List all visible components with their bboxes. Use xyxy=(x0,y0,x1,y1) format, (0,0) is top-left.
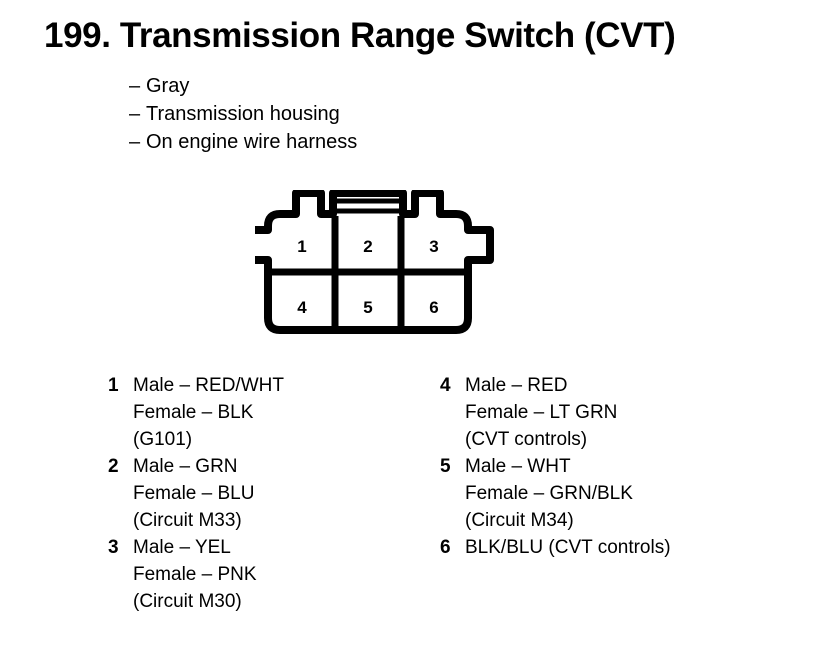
dash-bullet-icon: – xyxy=(129,75,141,97)
legend-entry-pin-5: 5 Male – WHT Female – GRN/BLK (Circuit M… xyxy=(440,453,671,534)
legend-entry-pin-1: 1 Male – RED/WHT Female – BLK (G101) xyxy=(108,372,284,453)
legend-line: BLK/BLU (CVT controls) xyxy=(465,537,671,558)
page-title: 199. Transmission Range Switch (CVT) xyxy=(44,16,676,55)
legend-entry-pin-4: 4 Male – RED Female – LT GRN (CVT contro… xyxy=(440,372,671,453)
dash-bullet-icon: – xyxy=(129,131,141,153)
legend-entry-pin-3: 3 Male – YEL Female – PNK (Circuit M30) xyxy=(108,534,284,615)
legend-pin-description: BLK/BLU (CVT controls) xyxy=(465,534,671,561)
legend-line: Female – GRN/BLK xyxy=(465,483,633,504)
legend-pin-description: Male – WHT Female – GRN/BLK (Circuit M34… xyxy=(465,453,633,534)
legend-pin-description: Male – RED/WHT Female – BLK (G101) xyxy=(133,372,284,453)
pin-number-1: 1 xyxy=(297,237,306,256)
legend-line: Female – BLK xyxy=(133,402,254,423)
legend-pin-number: 1 xyxy=(108,375,119,396)
subtitle-item-transmission-housing: – Transmission housing xyxy=(129,100,357,128)
legend-line: (Circuit M34) xyxy=(465,510,574,531)
legend-entry-pin-6: 6 BLK/BLU (CVT controls) xyxy=(440,534,671,561)
subtitle-item-label: Gray xyxy=(146,75,190,97)
connector-body-outline xyxy=(255,190,494,334)
legend-line: (CVT controls) xyxy=(465,429,588,450)
legend-pin-number: 3 xyxy=(108,537,119,558)
subtitle-list: – Gray – Transmission housing – On engin… xyxy=(129,72,357,156)
legend-line: (Circuit M30) xyxy=(133,591,242,612)
subtitle-item-label: On engine wire harness xyxy=(146,131,358,153)
pin-number-4: 4 xyxy=(297,298,307,317)
legend-pin-number: 2 xyxy=(108,456,119,477)
pin-grid-dividers xyxy=(270,216,466,328)
legend-line: Male – YEL xyxy=(133,537,231,558)
pin-number-5: 5 xyxy=(363,298,372,317)
subtitle-item-gray: – Gray xyxy=(129,72,357,100)
dash-bullet-icon: – xyxy=(129,103,141,125)
connector-diagram: 1 2 3 4 5 6 xyxy=(255,190,505,342)
legend-entry-pin-2: 2 Male – GRN Female – BLU (Circuit M33) xyxy=(108,453,284,534)
legend-pin-description: Male – GRN Female – BLU (Circuit M33) xyxy=(133,453,254,534)
legend-line: Male – GRN xyxy=(133,456,238,477)
legend-line: Male – RED xyxy=(465,375,568,396)
pin-number-2: 2 xyxy=(363,237,372,256)
legend-line: Female – LT GRN xyxy=(465,402,618,423)
title-block: 199. Transmission Range Switch (CVT) xyxy=(44,16,676,56)
legend-pin-description: Male – YEL Female – PNK (Circuit M30) xyxy=(133,534,257,615)
legend-pin-number: 4 xyxy=(440,375,451,396)
legend-line: Male – WHT xyxy=(465,456,571,477)
legend-line: Female – BLU xyxy=(133,483,255,504)
legend-line: (Circuit M33) xyxy=(133,510,242,531)
legend-pin-description: Male – RED Female – LT GRN (CVT controls… xyxy=(465,372,617,453)
legend-column-right: 4 Male – RED Female – LT GRN (CVT contro… xyxy=(440,372,671,561)
subtitle-item-label: Transmission housing xyxy=(146,103,340,125)
latch-slot-lines xyxy=(337,198,399,214)
legend-column-left: 1 Male – RED/WHT Female – BLK (G101) 2 M… xyxy=(108,372,284,615)
legend-pin-number: 5 xyxy=(440,456,451,477)
pin-number-6: 6 xyxy=(429,298,438,317)
pin-number-labels: 1 2 3 4 5 6 xyxy=(297,237,438,317)
pin-number-3: 3 xyxy=(429,237,438,256)
legend-line: Female – PNK xyxy=(133,564,257,585)
legend-line: (G101) xyxy=(133,429,193,450)
legend-pin-number: 6 xyxy=(440,537,451,558)
legend-line: Male – RED/WHT xyxy=(133,375,284,396)
subtitle-item-engine-wire-harness: – On engine wire harness xyxy=(129,128,357,156)
